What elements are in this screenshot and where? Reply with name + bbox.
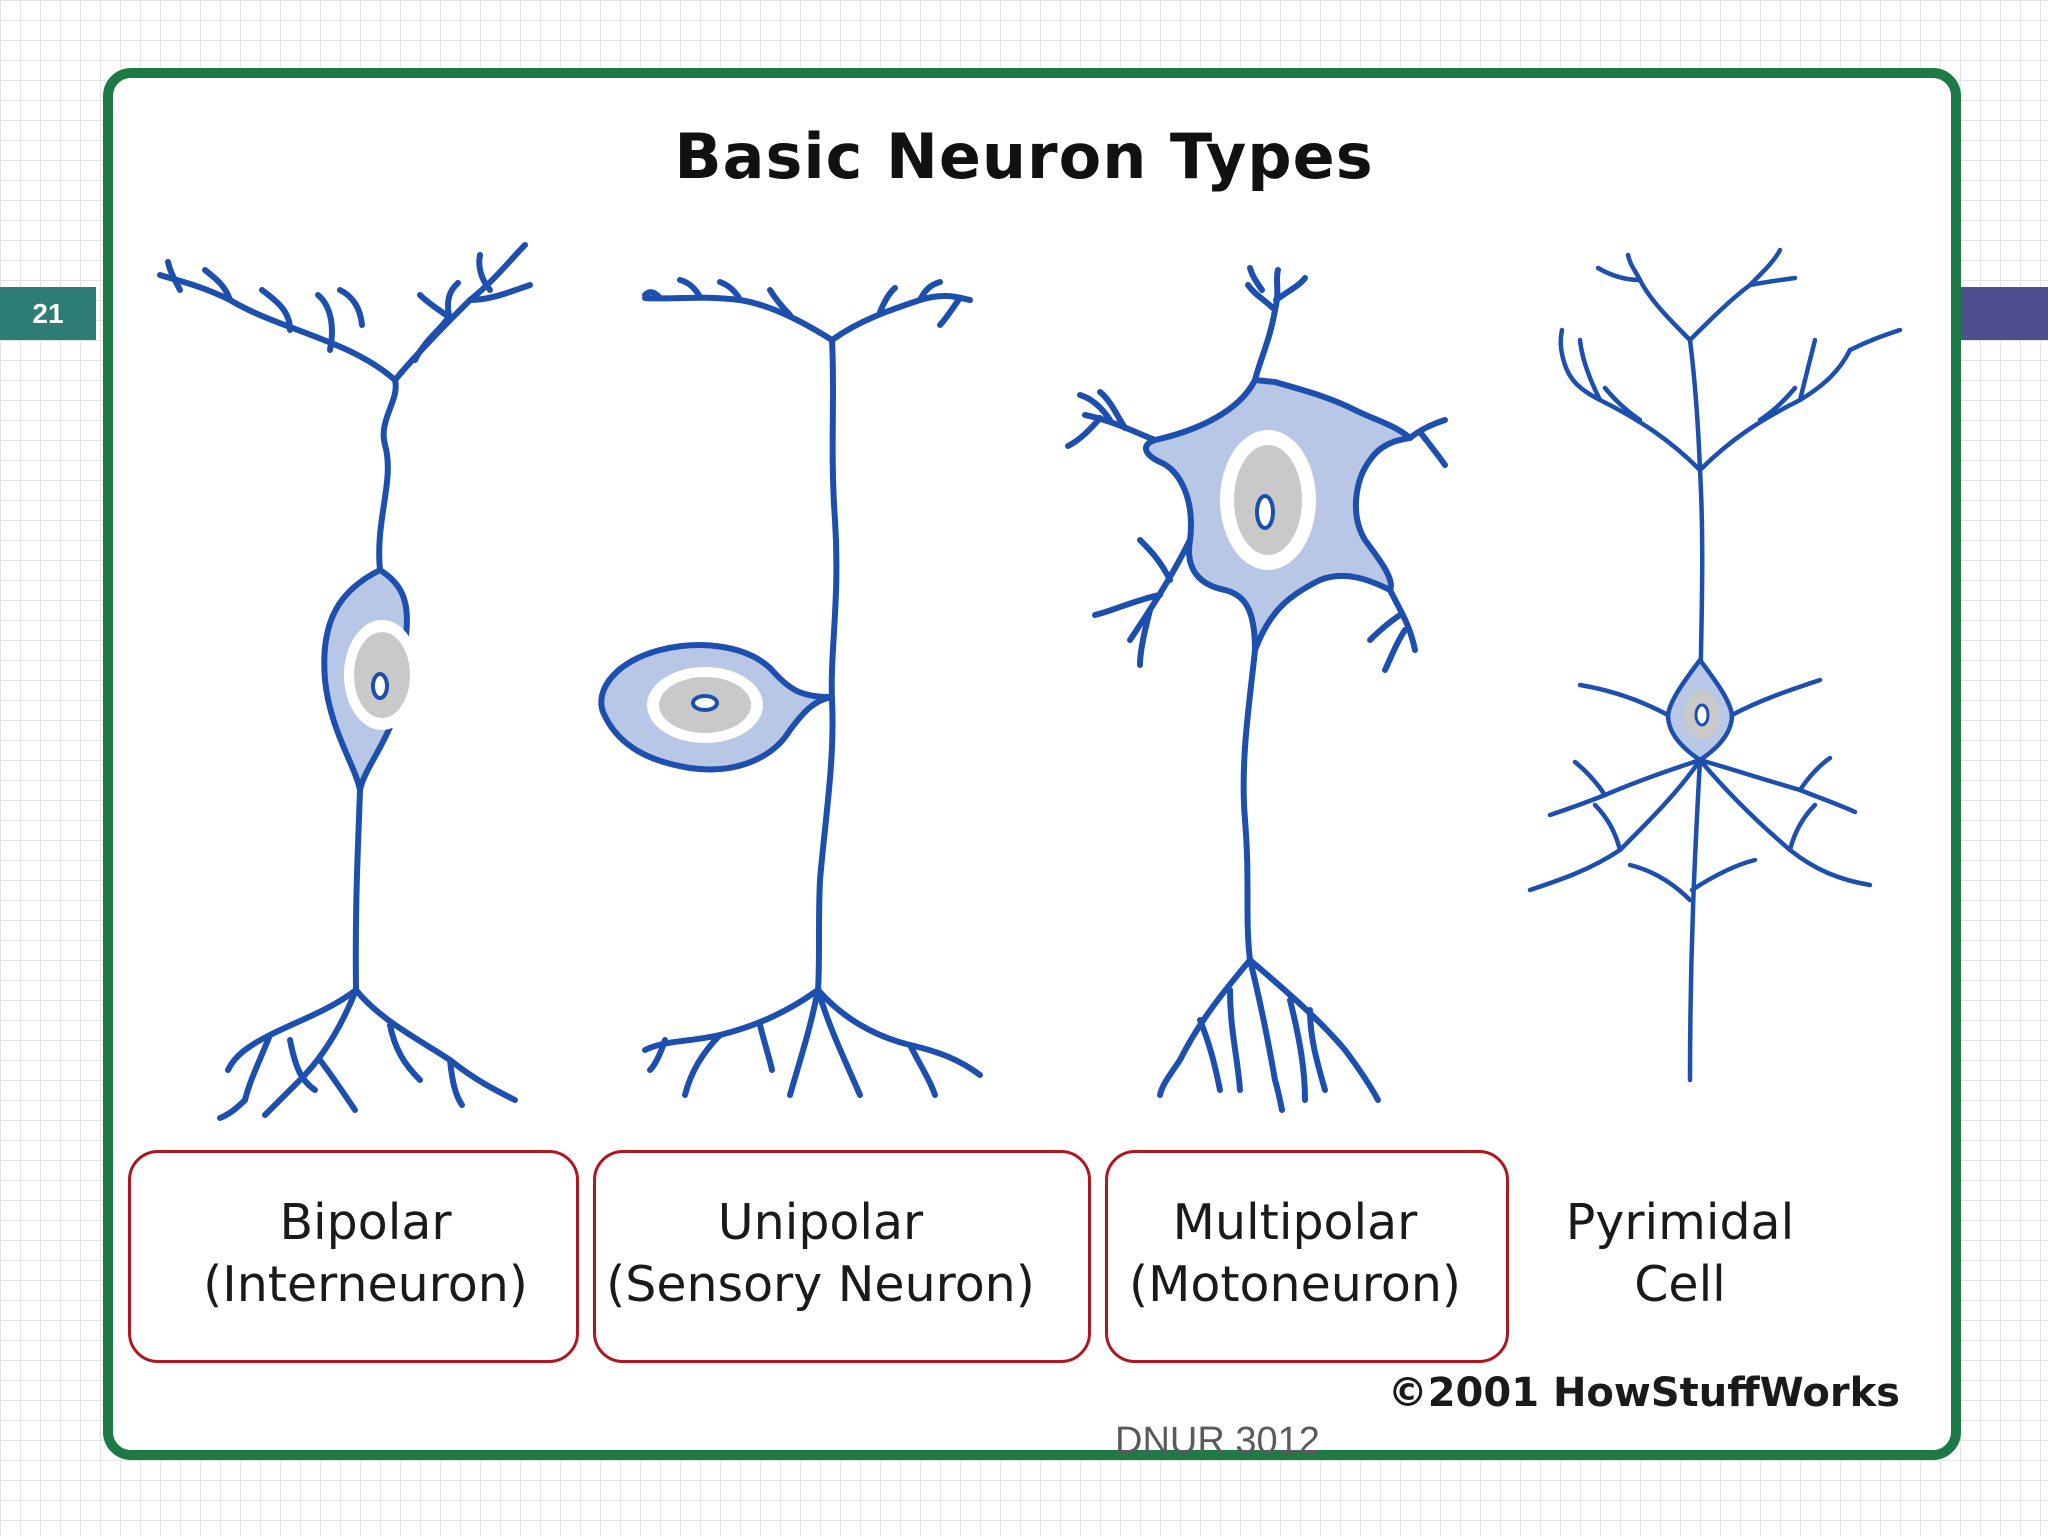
bipolar-label: Bipolar (Interneuron) <box>128 1192 603 1316</box>
unipolar-label-circle <box>593 1150 1091 1363</box>
unipolar-neuron <box>598 277 983 1098</box>
unipolar-subname: (Sensory Neuron) <box>606 1256 1035 1313</box>
footer-course-code: DNUR 3012 <box>1115 1420 1320 1462</box>
pyramidal-neuron <box>1527 247 1903 1083</box>
multipolar-neuron <box>1065 265 1448 1113</box>
multipolar-subname: (Motoneuron) <box>1128 1256 1462 1313</box>
bipolar-label-circle <box>128 1150 579 1363</box>
bipolar-subname: (Interneuron) <box>203 1256 528 1313</box>
multipolar-label: Multipolar (Motoneuron) <box>1085 1192 1505 1316</box>
multipolar-name: Multipolar <box>1172 1194 1418 1251</box>
side-accent-bar <box>1951 287 2048 340</box>
unipolar-label: Unipolar (Sensory Neuron) <box>583 1192 1058 1316</box>
copyright-credit: ©2001 HowStuffWorks <box>1387 1370 1900 1416</box>
diagram-title: Basic Neuron Types <box>674 120 1374 193</box>
bipolar-neuron <box>157 242 533 1121</box>
pyramidal-label: Pyrimidal Cell <box>1530 1192 1830 1316</box>
slide-number: 21 <box>0 287 96 340</box>
bipolar-name: Bipolar <box>279 1194 452 1251</box>
unipolar-name: Unipolar <box>717 1194 924 1251</box>
multipolar-label-circle <box>1105 1150 1509 1363</box>
pyramidal-subname: Cell <box>1634 1256 1726 1313</box>
pyramidal-name: Pyrimidal <box>1565 1194 1795 1251</box>
